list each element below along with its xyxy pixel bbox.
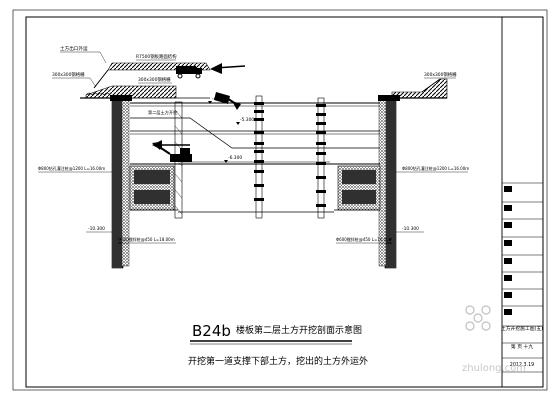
lattice-column-3 (316, 97, 326, 219)
level-bottom-right: -10.300 (402, 226, 419, 232)
level-bottom-left: -10.300 (88, 226, 105, 232)
title-block: 土方开挖施工图(五) 第 页 十九 2012.3.19 (501, 17, 543, 387)
top-left-note: 土方出口外运 (60, 45, 88, 52)
watermark-text: zhulong.com (462, 363, 526, 374)
top-right-label: 300x300钢格栅 (424, 71, 457, 78)
pile-note-left-upper: Φ800钻孔灌注桩@1200 L=16.00m (38, 165, 105, 171)
right-retaining-wall (378, 97, 397, 269)
top-right-annotations: 300x300钢格栅 (424, 71, 457, 79)
level-mid-a: -5.300 (240, 117, 254, 123)
lattice-column-2 (254, 95, 264, 219)
dump-truck (176, 66, 202, 79)
excavation-note: 第二层土方开挖 (148, 109, 177, 116)
right-capping-beam (378, 95, 400, 101)
left-retaining-wall (111, 97, 130, 269)
drawing-title: B24b 楼板第二层土方开挖剖面示意图 开挖第一道支撑下部土方，挖出的土方外运外 (188, 322, 368, 367)
left-berm (129, 165, 178, 211)
top-left-label: 300x300钢格栅 (52, 71, 85, 78)
road-label-2: 300x300钢格栅 (138, 76, 171, 83)
excavation-profile (130, 117, 380, 165)
titleblock-sheet: 第 页 十九 (511, 343, 533, 350)
sheet-outer-frame (12, 9, 548, 391)
excavation-direction-arrow (152, 140, 190, 150)
left-capping-beam (110, 95, 132, 101)
level-marks: -4.300 -5.300 -6.300 第二层土方开挖 (148, 96, 254, 163)
pile-annotations: Φ800钻孔灌注桩@1200 L=16.00m Φ600搅拌桩@450 L=18… (38, 165, 469, 244)
title-text: 楼板第二层土方开挖剖面示意图 (236, 324, 362, 336)
watermark: zhulong.com (462, 305, 526, 374)
pile-note-right-lower: Φ600搅拌桩@450 L=16.00m (336, 236, 393, 242)
title-code: B24b (192, 322, 231, 340)
titleblock-date: 2012.3.19 (510, 362, 534, 368)
level-upper: -4.300 (212, 96, 226, 102)
titleblock-name: 土方开挖施工图(五) (501, 325, 543, 332)
right-berm (334, 165, 381, 211)
watermark-logo-icon (465, 305, 491, 331)
pile-note-left-lower: Φ600搅拌桩@450 L=18.00m (118, 236, 175, 242)
ground-surface (80, 62, 448, 99)
drawing-subtitle: 开挖第一道支撑下部土方，挖出的土方外运外 (188, 355, 368, 367)
road-label: R7500钢板路面结构 (136, 53, 177, 60)
haul-direction-arrow (210, 63, 246, 74)
level-mid-b: -6.300 (228, 155, 242, 161)
top-left-annotations: 土方出口外运 300x300钢格栅 R7500钢板路面结构 300x300钢格栅 (52, 45, 177, 88)
pile-note-right-upper: Φ800钻孔灌注桩@1200 L=16.00m (402, 165, 469, 171)
